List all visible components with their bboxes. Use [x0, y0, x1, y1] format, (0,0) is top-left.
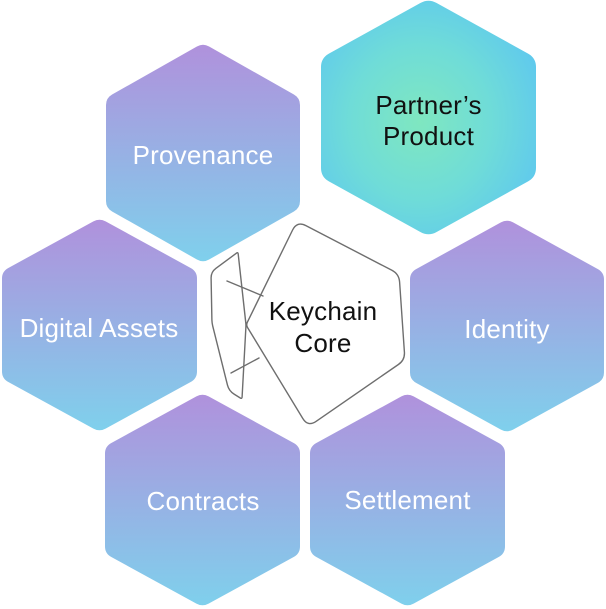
- hexagon-contracts: [105, 394, 300, 606]
- keychain-logo-connector-line: [226, 280, 264, 297]
- keychain-logo-chevron: [210, 252, 247, 400]
- keychain-logo-hexagon: [246, 223, 406, 425]
- hexagon-identity: [410, 220, 604, 432]
- hexagon-settlement: [310, 394, 505, 606]
- hexagon-partners-product: [321, 0, 536, 235]
- keychain-logo-connector-line: [230, 357, 260, 374]
- hexagon-provenance: [106, 44, 300, 262]
- hexagon-digital-assets: [2, 219, 197, 431]
